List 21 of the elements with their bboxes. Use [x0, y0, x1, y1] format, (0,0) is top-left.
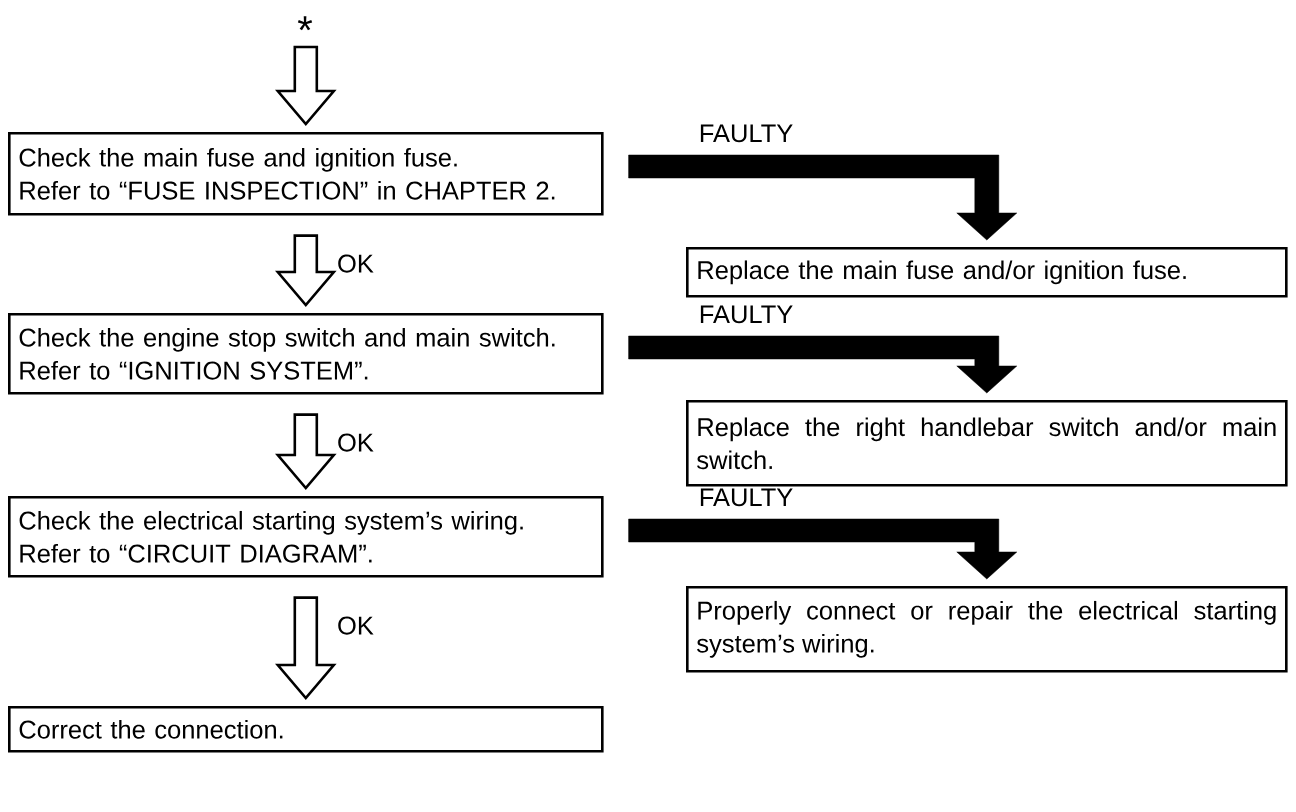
block-arrow — [628, 335, 1018, 394]
edge-label: FAULTY — [700, 488, 793, 507]
block-arrow — [628, 518, 1018, 580]
edge-label: FAULTY — [700, 305, 793, 324]
block-arrow — [628, 154, 1018, 241]
edge-label: OK — [338, 254, 374, 273]
edge-label: OK — [338, 433, 374, 452]
hollow-arrow — [275, 413, 337, 490]
edge-label: FAULTY — [700, 124, 793, 143]
step-box: Check the engine stop switch and main switch. Refer to “IGNITION SYSTEM”. — [8, 313, 604, 395]
hollow-arrow — [275, 234, 337, 307]
step-box: Replace the main fuse and/or ignition fuse. — [686, 247, 1288, 298]
step-box: Check the main fuse and ignition fuse. Refer to “FUSE INSPECTION” in CHAPTER 2. — [8, 132, 604, 216]
step-box: Properly connect or repair the electrical starting system’s wiring. — [686, 586, 1288, 673]
hollow-arrow — [275, 45, 337, 126]
edge-label: OK — [338, 616, 374, 635]
hollow-arrow — [275, 596, 337, 700]
start-mark: * — [297, 16, 313, 31]
step-box: Correct the connection. — [8, 706, 604, 753]
step-box: Replace the right handlebar switch and/or main switch. — [686, 400, 1288, 487]
step-box: Check the electrical starting system’s wiring. Refer to “CIRCUIT DIAGRAM”. — [8, 496, 604, 578]
